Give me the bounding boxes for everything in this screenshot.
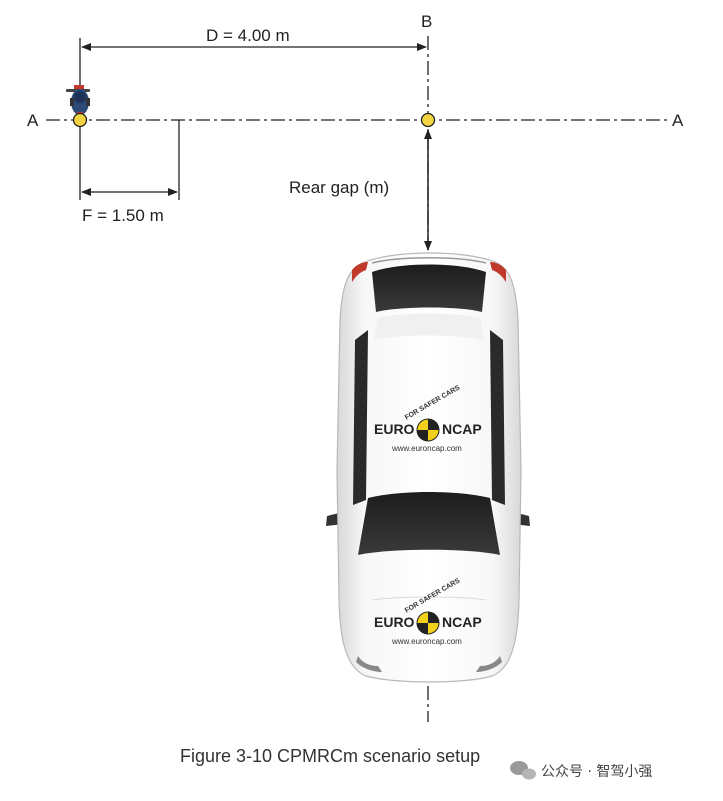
logo-roof-url: www.euroncap.com <box>391 444 462 453</box>
rear-gap-label: Rear gap (m) <box>289 178 389 197</box>
logo-hood-brand-left: EURO <box>374 614 415 630</box>
logo-hood-brand-right: NCAP <box>442 614 482 630</box>
point-b-label: B <box>421 12 432 31</box>
car-top-view <box>326 252 530 683</box>
distance-d-label: D = 4.00 m <box>206 26 290 45</box>
watermark-text: 公众号 · 智驾小强 <box>541 764 652 780</box>
point-a-left-label: A <box>27 111 39 130</box>
wechat-icon <box>510 761 536 780</box>
marker-point-b <box>420 112 436 128</box>
motorcycle-icon <box>66 85 90 116</box>
point-a-right-label: A <box>672 111 684 130</box>
distance-f-label: F = 1.50 m <box>82 206 164 225</box>
watermark: 公众号 · 智驾小强 <box>510 761 652 780</box>
figure-caption: Figure 3-10 CPMRCm scenario setup <box>180 746 480 766</box>
logo-roof-brand-left: EURO <box>374 421 415 437</box>
logo-roof-brand-right: NCAP <box>442 421 482 437</box>
logo-hood-url: www.euroncap.com <box>391 637 462 646</box>
marker-motorcycle-point <box>72 112 88 128</box>
